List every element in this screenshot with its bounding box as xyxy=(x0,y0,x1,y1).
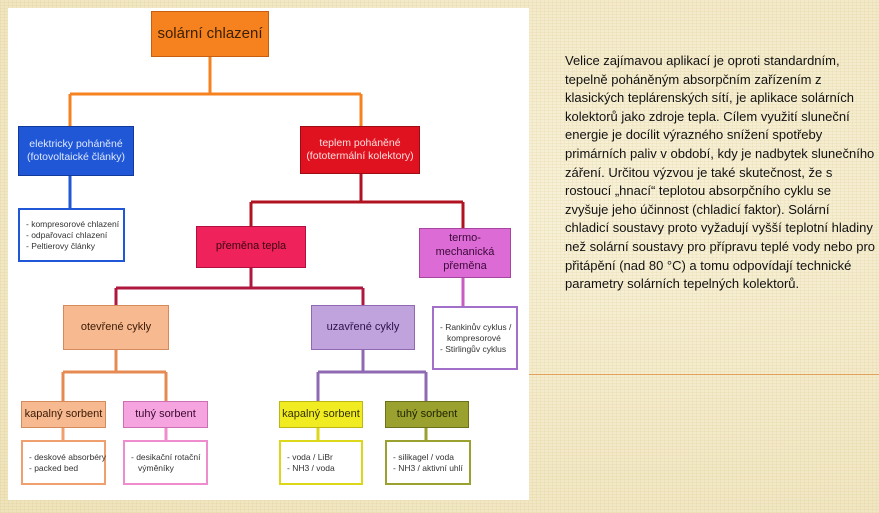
node-heat-subtitle: (fototermální kolektory) xyxy=(306,150,414,162)
description-paragraph: Velice zajímavou aplikací je oproti stan… xyxy=(565,53,876,292)
node-thermomech-title: termo-mechanická xyxy=(435,232,495,259)
leaf-item: - desikační rotační xyxy=(131,451,201,462)
connector-open xyxy=(61,350,168,401)
connector-thermal xyxy=(249,174,465,228)
leaf-open-liquid: - deskové absorbéry - packed bed xyxy=(21,440,106,485)
leaf-item: - Stirlingův cyklus xyxy=(440,343,507,354)
leaf-item: - packed bed xyxy=(29,462,79,473)
leaf-item: - Peltierovy články xyxy=(26,240,95,251)
leaf-item: - silikagel / voda xyxy=(393,451,454,462)
node-thermo-mechanical: termo-mechanická přeměna xyxy=(419,228,511,278)
leaf-item: - voda / LiBr xyxy=(287,451,333,462)
node-heat-driven: teplem poháněné (fototermální kolektory) xyxy=(300,126,420,174)
diagram-connectors xyxy=(61,57,465,440)
node-closed-cycles: uzavřené cykly xyxy=(311,305,415,350)
node-electric-subtitle: (fotovoltaické články) xyxy=(26,151,126,163)
node-electric-title: elektricky poháněné xyxy=(29,137,123,150)
node-electric-driven: elektricky poháněné (fotovoltaické článk… xyxy=(18,126,134,176)
node-closed-liquid-sorbent: kapalný sorbent xyxy=(279,401,363,428)
diagram-panel: solární chlazení elektricky poháněné (fo… xyxy=(8,8,529,500)
leaf-item: - NH3 / voda xyxy=(287,462,335,473)
leaf-thermomech-methods: - Rankinův cyklus / kompresorové - Stirl… xyxy=(432,306,518,370)
leaf-item: - deskové absorbéry xyxy=(29,451,107,462)
node-open-liquid-sorbent: kapalný sorbent xyxy=(21,401,106,428)
leaf-item: - Rankinův cyklus / xyxy=(440,321,512,332)
leaf-item: výměníky xyxy=(138,462,174,473)
connector-root xyxy=(68,57,363,126)
connector-conversion xyxy=(114,268,365,305)
node-heat-title: teplem poháněné xyxy=(319,136,401,149)
leaf-item: - NH3 / aktivní uhlí xyxy=(393,462,463,473)
node-heat-conversion: přeměna tepla xyxy=(196,226,306,268)
leaf-item: kompresorové xyxy=(447,332,501,343)
leaf-closed-solid: - silikagel / voda - NH3 / aktivní uhlí xyxy=(385,440,471,485)
leaf-item: - kompresorové chlazení xyxy=(26,218,120,229)
node-thermomech-subtitle: přeměna xyxy=(443,259,487,272)
node-open-solid-sorbent: tuhý sorbent xyxy=(123,401,208,428)
leaf-open-solid: - desikační rotační výměníky xyxy=(123,440,208,485)
accent-divider xyxy=(529,374,879,375)
leaf-electric-methods: - kompresorové chlazení - odpařovací chl… xyxy=(18,208,125,262)
node-closed-solid-sorbent: tuhý sorbent xyxy=(385,401,469,428)
connector-closed xyxy=(316,350,428,401)
node-solar-cooling: solární chlazení xyxy=(151,11,269,57)
leaf-item: - odpařovací chlazení xyxy=(26,229,108,240)
node-open-cycles: otevřené cykly xyxy=(63,305,169,350)
leaf-closed-liquid: - voda / LiBr - NH3 / voda xyxy=(279,440,363,485)
